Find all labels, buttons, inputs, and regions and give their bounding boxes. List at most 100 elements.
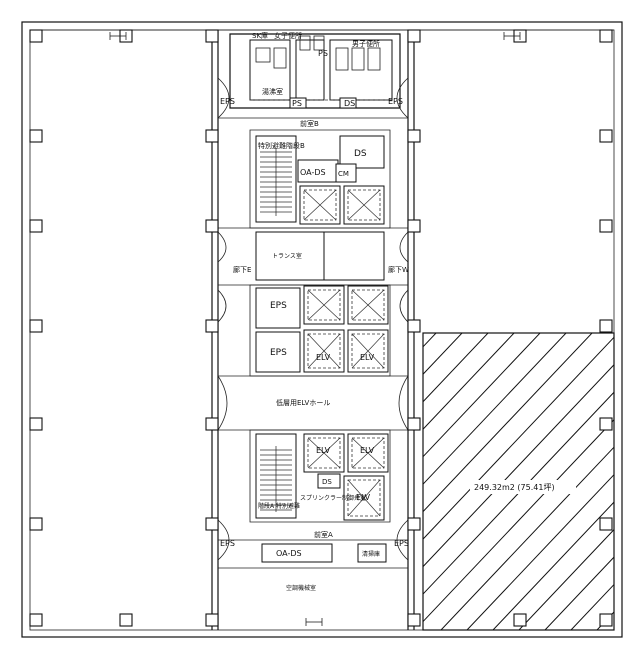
label-elv3: ELV — [316, 446, 331, 455]
hatch-line — [423, 333, 515, 430]
shaft-x-icon-diag — [347, 189, 381, 221]
column-marker — [407, 417, 421, 431]
label-mens-wc: 男子便所 — [352, 39, 380, 48]
label-corridor-w: 廊下W — [388, 265, 409, 274]
label-corridor-e: 廊下E — [233, 265, 251, 274]
elevator-x-icon-diag — [351, 289, 385, 321]
trans-room — [255, 231, 385, 281]
label-elv2: ELV — [360, 353, 375, 362]
column-marker — [205, 219, 219, 233]
lower-block — [217, 77, 409, 563]
label-eps-se: EPS — [394, 539, 409, 548]
hatch-line — [466, 473, 614, 630]
hatch-line — [423, 333, 541, 458]
column-marker — [407, 517, 421, 531]
column-marker — [29, 219, 43, 233]
column-marker — [513, 613, 527, 627]
doors — [217, 231, 409, 323]
hatch-line — [623, 313, 643, 630]
hatch-line — [492, 501, 614, 630]
column-marker — [29, 129, 43, 143]
column-marker — [29, 517, 43, 531]
label-anteroom-a: 前室A — [314, 530, 333, 539]
column-marker — [205, 129, 219, 143]
label-sprinkler: スプリンクラー制御弁室 — [300, 494, 366, 502]
column-markers — [29, 29, 613, 627]
elevator-x-icon-diag — [307, 437, 341, 469]
hatched-area — [422, 313, 643, 631]
column-marker — [407, 613, 421, 627]
elevator-x-icon-frame — [351, 289, 385, 321]
elevator-x-icon-frame — [351, 437, 385, 469]
elevator-x-icon-frame — [351, 333, 385, 369]
hatch-line — [596, 611, 614, 630]
column-marker — [599, 613, 613, 627]
label-oa-ds-top: OA-DS — [300, 168, 326, 177]
column-marker — [205, 319, 219, 333]
elevator-x-icon-frame — [347, 479, 381, 517]
hatch-line — [423, 336, 614, 540]
shaft-x-icon-frame — [347, 189, 381, 221]
elevator-x-icon-diag — [351, 437, 385, 469]
shaft-x-icon-frame — [303, 189, 337, 221]
hatch-line — [423, 364, 614, 568]
elevator-x-icon-diag — [351, 333, 385, 369]
hatch-line — [423, 333, 593, 513]
column-marker — [599, 219, 613, 233]
label-cm: CM — [338, 170, 349, 178]
column-marker — [29, 29, 43, 43]
column-marker — [599, 517, 613, 531]
label-elv-hall: 低層用ELVホール — [276, 398, 330, 407]
column-marker — [599, 319, 613, 333]
elevator-x-icon-diag — [347, 479, 381, 517]
elv-hall — [217, 375, 409, 431]
label-oa-ds-bottom: OA-DS — [276, 549, 302, 558]
elevator-x-icon-frame — [307, 289, 341, 321]
column-marker — [599, 29, 613, 43]
label-anteroom-b: 前室B — [300, 119, 319, 128]
elevator-x-icon-frame — [307, 333, 341, 369]
column-marker — [205, 29, 219, 43]
label-stair-b: 特別避難階段B — [258, 141, 305, 150]
label-elv1: ELV — [316, 353, 331, 362]
hatch-line — [423, 333, 567, 485]
hatch-line — [423, 418, 614, 623]
label-eps-mid2: EPS — [270, 348, 287, 358]
dimension-ticks — [109, 32, 521, 626]
column-marker — [205, 517, 219, 531]
hatch-line — [518, 528, 614, 630]
label-ds2: DS — [354, 149, 367, 159]
hatch-line — [423, 333, 489, 403]
column-marker — [407, 29, 421, 43]
label-stair-a: 階段A 特別避難 — [258, 502, 300, 510]
column-marker — [29, 319, 43, 333]
label-eps-mid1: EPS — [270, 301, 287, 311]
label-eps-nw: EPS — [220, 97, 235, 106]
label-ds3: DS — [322, 478, 332, 486]
column-marker — [407, 319, 421, 333]
column-marker — [407, 219, 421, 233]
stair-b — [255, 135, 297, 223]
label-trans: トランス室 — [272, 252, 302, 260]
label-eps-ne: EPS — [388, 97, 403, 106]
column-marker — [205, 417, 219, 431]
column-marker — [119, 613, 133, 627]
elevator-x-icon-diag — [307, 333, 341, 369]
label-eps-sw: EPS — [220, 539, 235, 548]
label-sk: SK庫 — [252, 31, 268, 40]
shaft-x-icon-diag — [303, 189, 337, 221]
upper-shafts — [297, 135, 385, 225]
label-elv5: ELV — [356, 493, 371, 502]
hatch-lines — [423, 313, 643, 630]
hatch-line — [440, 446, 614, 630]
column-marker — [29, 613, 43, 627]
label-ps2: PS — [292, 99, 302, 108]
hatch-line — [423, 391, 614, 595]
room-labels: SK庫 女子便所 PS 男子便所 湯沸室 PS DS EPS EPS 前室B 特… — [220, 31, 555, 592]
hatch-line — [544, 556, 614, 630]
label-elv4: ELV — [360, 446, 375, 455]
column-marker — [599, 129, 613, 143]
toilet-block — [249, 35, 393, 109]
label-machine: 空調機械室 — [286, 584, 316, 592]
